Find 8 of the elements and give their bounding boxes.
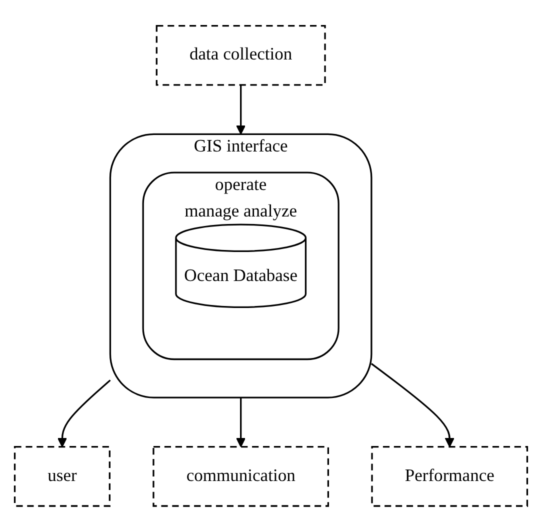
- node-box: data collection: [156, 25, 326, 86]
- node-box: user: [14, 446, 110, 507]
- arrow: [236, 85, 246, 135]
- node-box: Performance: [371, 446, 528, 507]
- arrow: [236, 398, 246, 448]
- node-box: communication: [152, 446, 330, 507]
- arrow: [370, 363, 454, 448]
- arrow: [57, 380, 111, 448]
